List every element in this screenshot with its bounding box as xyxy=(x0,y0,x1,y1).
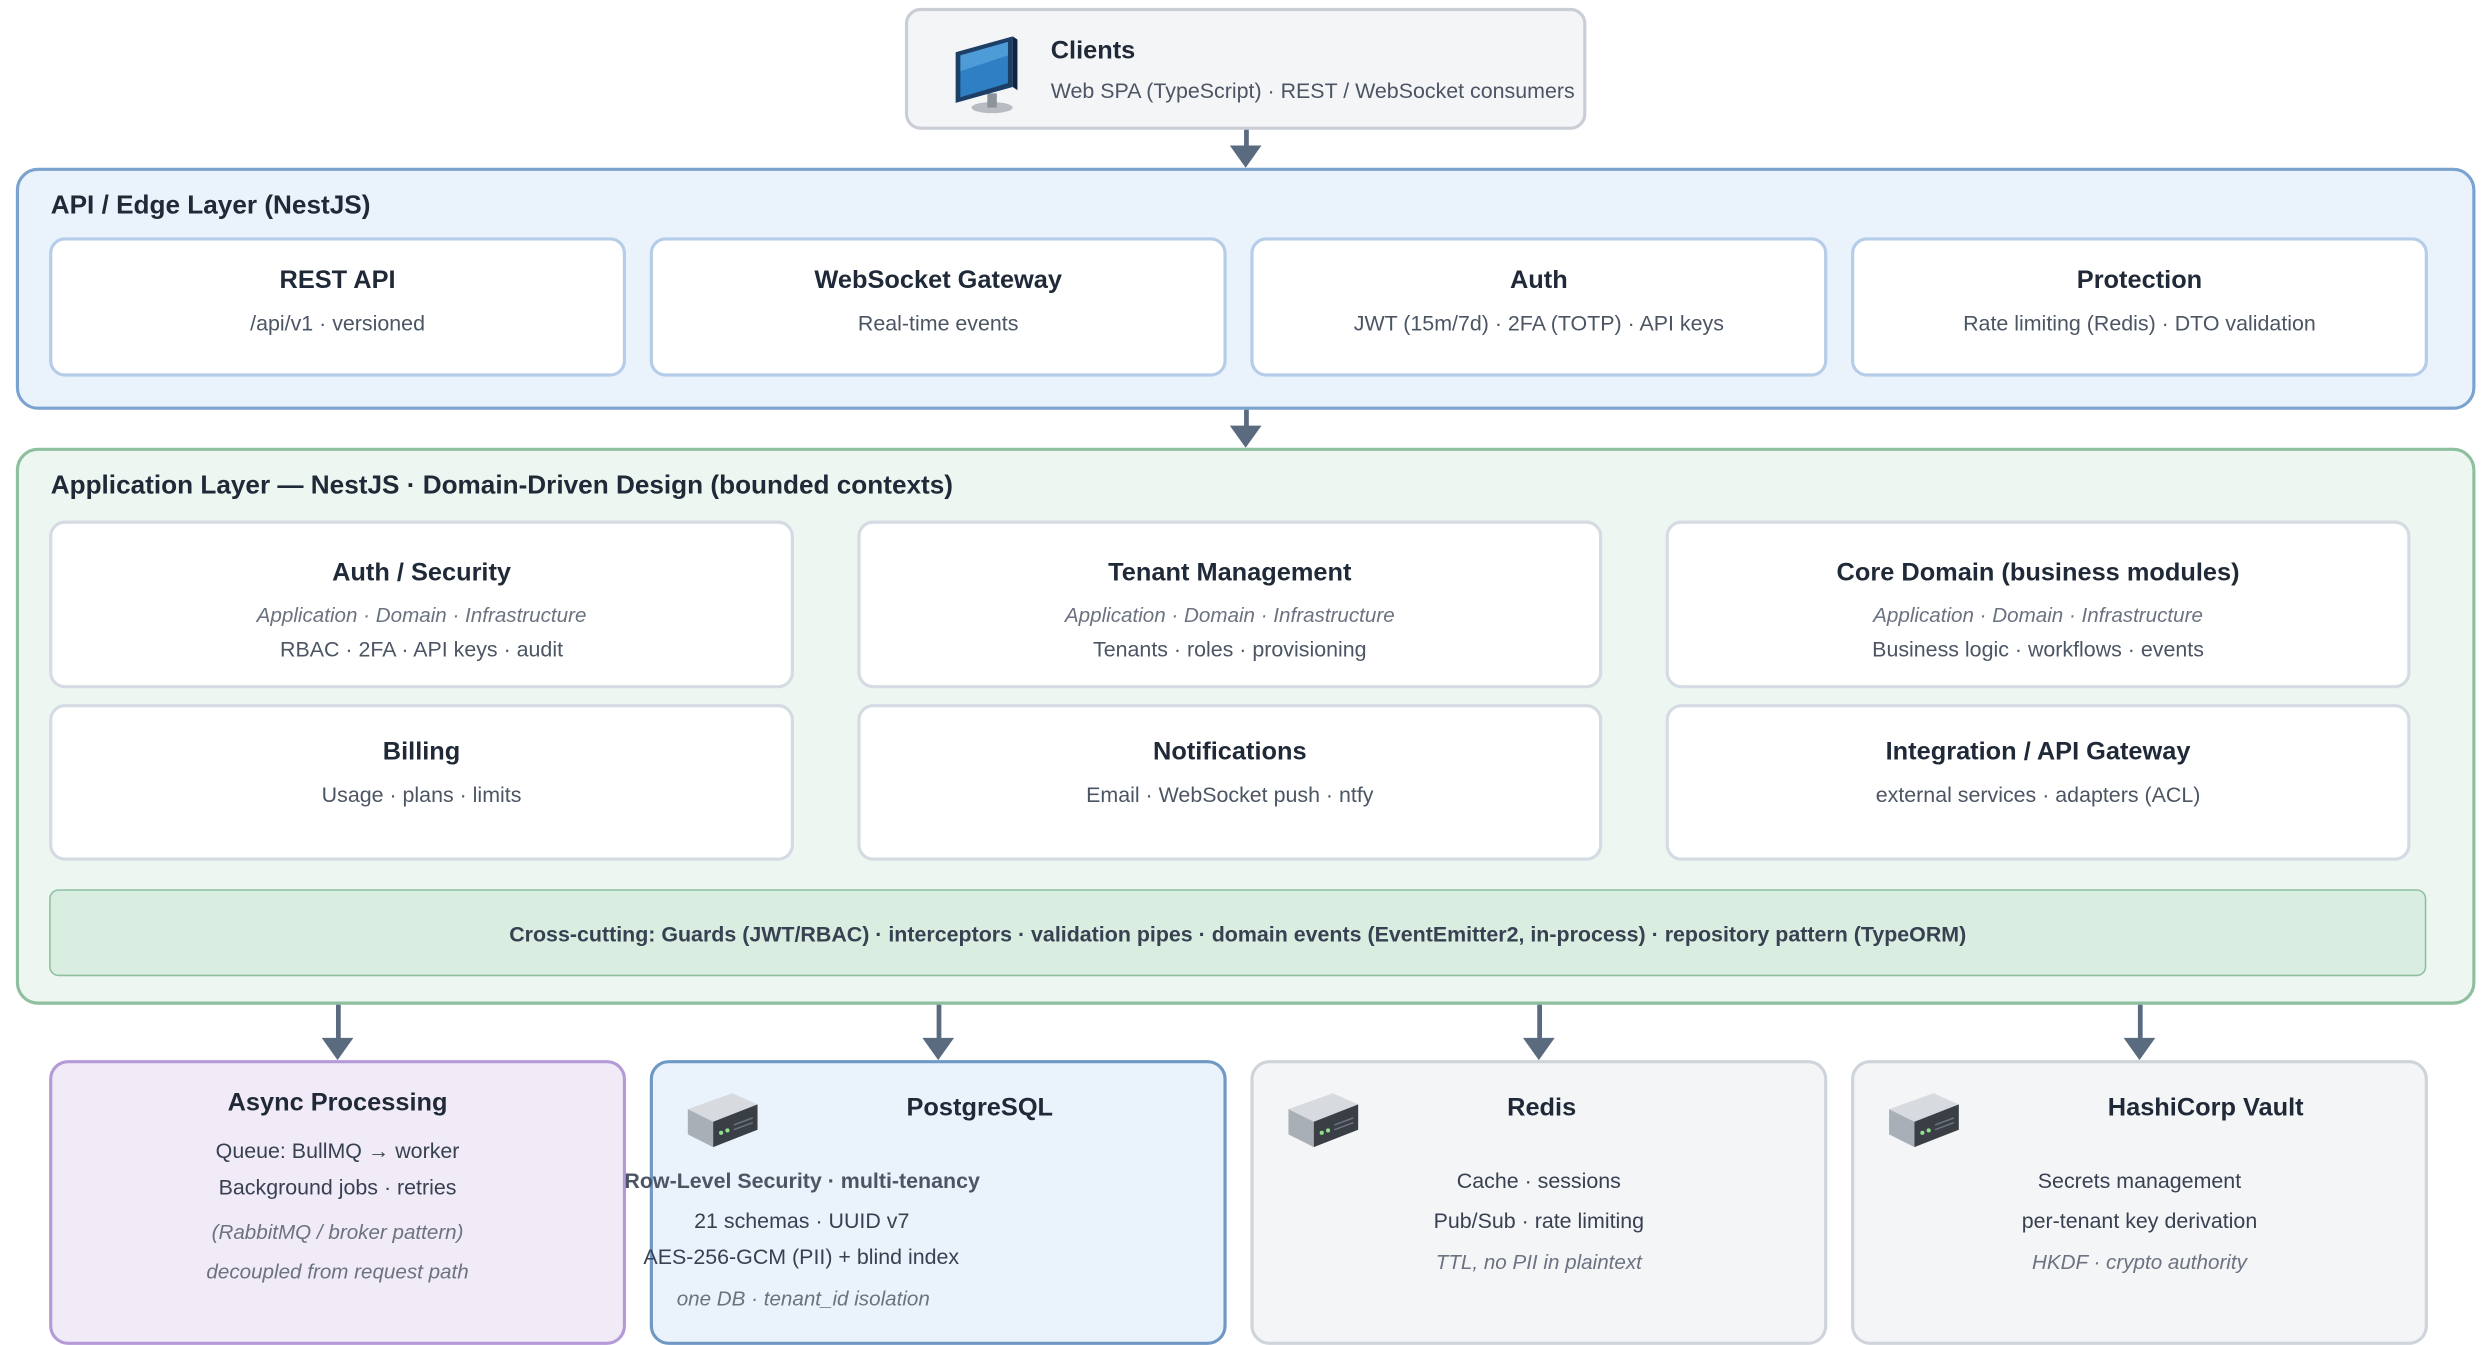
async-line: Background jobs · retries xyxy=(218,1175,457,1200)
redis-line: Cache · sessions xyxy=(1456,1169,1621,1193)
redis-title: Redis xyxy=(1507,1094,1577,1122)
clients-box: Clients Web SPA (TypeScript) · REST / We… xyxy=(904,7,1587,130)
context-title: Tenant Management xyxy=(1108,560,1352,587)
vault-line: per-tenant key derivation xyxy=(2021,1208,2258,1233)
card-title: WebSocket Gateway xyxy=(814,267,1062,295)
card-title: REST API xyxy=(279,267,396,295)
redis-box: Redis Cache · sessions Pub/Sub · rate li… xyxy=(1250,1060,1828,1345)
clients-subtitle: Web SPA (TypeScript) · REST / WebSocket … xyxy=(1050,79,1575,103)
tenant-management-context: Tenant Management Application · Domain ·… xyxy=(857,520,1603,689)
context-title: Core Domain (business modules) xyxy=(1836,560,2240,587)
async-title: Async Processing xyxy=(227,1090,448,1118)
vault-line: Secrets management xyxy=(2037,1169,2242,1193)
card-subtitle: JWT (15m/7d) · 2FA (TOTP) · API keys xyxy=(1353,311,1724,336)
core-domain-context: Core Domain (business modules) Applicati… xyxy=(1665,520,2411,689)
context-subtitle: Tenants · roles · provisioning xyxy=(1093,637,1367,662)
server-icon xyxy=(1288,1093,1359,1148)
card-subtitle: Rate limiting (Redis) · DTO validation xyxy=(1963,311,2316,336)
vault-box: HashiCorp Vault Secrets management per-t… xyxy=(1851,1060,2428,1345)
context-title: Integration / API Gateway xyxy=(1885,738,2191,766)
monitor-icon xyxy=(955,36,1018,114)
context-subtitle: Business logic · workflows · events xyxy=(1872,637,2204,662)
vault-title: HashiCorp Vault xyxy=(2107,1094,2304,1122)
arrow-clients-to-api xyxy=(1229,129,1262,168)
context-subtitle: RBAC · 2FA · API keys · audit xyxy=(280,637,564,662)
context-title: Auth / Security xyxy=(332,560,512,587)
postgres-title: PostgreSQL xyxy=(906,1094,1054,1122)
async-note: (RabbitMQ / broker pattern) xyxy=(211,1219,464,1244)
card-subtitle: /api/v1 · versioned xyxy=(250,311,425,336)
context-layers: Application · Domain · Infrastructure xyxy=(1064,602,1395,627)
postgres-line: 21 schemas · UUID v7 xyxy=(694,1208,910,1233)
context-title: Billing xyxy=(382,738,461,766)
context-layers: Application · Domain · Infrastructure xyxy=(256,602,587,627)
card-subtitle: Real-time events xyxy=(857,311,1019,336)
websocket-gateway-card: WebSocket Gateway Real-time events xyxy=(649,237,1227,377)
postgres-note: one DB · tenant_id isolation xyxy=(676,1286,930,1311)
arrow-app-to-redis xyxy=(1522,1004,1555,1061)
postgres-highlight: Row-Level Security · multi-tenancy xyxy=(624,1169,980,1193)
async-line: Queue: BullMQ → worker xyxy=(215,1139,460,1163)
context-layers: Application · Domain · Infrastructure xyxy=(1873,602,2203,627)
redis-line: Pub/Sub · rate limiting xyxy=(1433,1208,1645,1233)
protection-card: Protection Rate limiting (Redis) · DTO v… xyxy=(1851,237,2428,377)
auth-card: Auth JWT (15m/7d) · 2FA (TOTP) · API key… xyxy=(1250,237,1828,377)
async-note: decoupled from request path xyxy=(206,1259,469,1284)
context-subtitle: Email · WebSocket push · ntfy xyxy=(1086,783,1374,807)
card-title: Protection xyxy=(2076,267,2203,295)
app-layer-title: Application Layer — NestJS · Domain-Driv… xyxy=(50,471,954,500)
server-icon xyxy=(687,1093,758,1148)
integration-gateway-context: Integration / API Gateway external servi… xyxy=(1665,704,2411,861)
auth-security-context: Auth / Security Application · Domain · I… xyxy=(49,520,794,689)
context-subtitle: external services · adapters (ACL) xyxy=(1875,783,2201,807)
card-title: Auth xyxy=(1509,267,1568,295)
context-subtitle: Usage · plans · limits xyxy=(321,783,522,807)
postgresql-box: PostgreSQL Row-Level Security · multi-te… xyxy=(624,1060,1227,1345)
arrow-app-to-async xyxy=(321,1004,354,1061)
crosscutting-banner: Cross-cutting: Guards (JWT/RBAC) · inter… xyxy=(49,889,2427,977)
server-icon xyxy=(1889,1093,1959,1148)
clients-title: Clients xyxy=(1050,37,1136,65)
context-title: Notifications xyxy=(1153,738,1307,766)
vault-note: HKDF · crypto authority xyxy=(2032,1249,2247,1274)
arrow-app-to-postgres xyxy=(922,1004,955,1061)
async-processing-box: Async Processing Queue: BullMQ → worker … xyxy=(49,1060,626,1345)
arrow-app-to-vault xyxy=(2123,1004,2156,1061)
api-layer-title: API / Edge Layer (NestJS) xyxy=(50,191,371,220)
redis-note: TTL, no PII in plaintext xyxy=(1435,1249,1642,1274)
arrow-api-to-app xyxy=(1229,409,1262,448)
notifications-context: Notifications Email · WebSocket push · n… xyxy=(857,704,1603,861)
billing-context: Billing Usage · plans · limits xyxy=(49,704,794,861)
postgres-line: AES-256-GCM (PII) + blind index xyxy=(643,1245,960,1269)
rest-api-card: REST API /api/v1 · versioned xyxy=(49,237,626,377)
